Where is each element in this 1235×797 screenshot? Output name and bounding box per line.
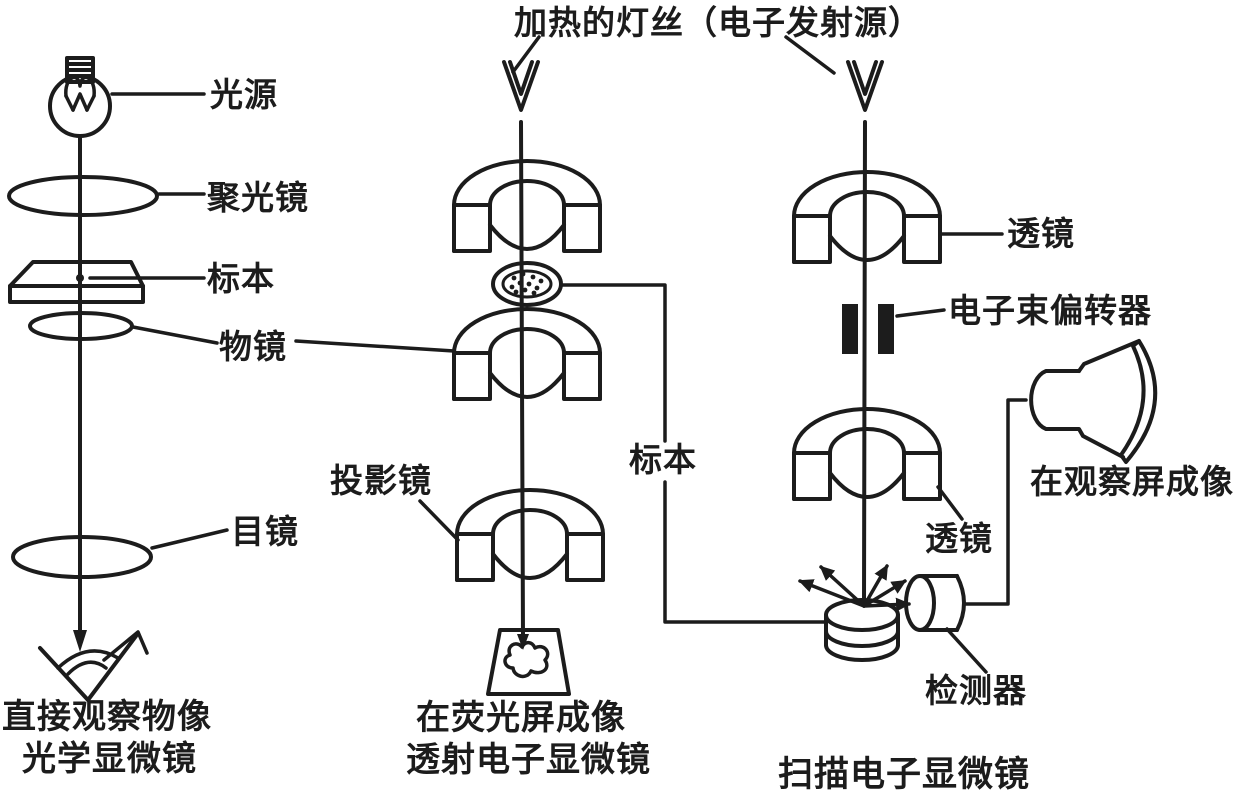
label-beam-deflector: 电子束偏转器 [948, 291, 1152, 330]
magnetic-lens-icon [792, 170, 942, 264]
caption-sem: 扫描电子显微镜 [778, 754, 1031, 795]
magnetic-lens-icon [792, 407, 942, 501]
caption-optical-2: 光学显微镜 [22, 739, 197, 779]
label-lens-lower: 透镜 [925, 519, 993, 558]
deflector-plates-icon [842, 304, 894, 354]
leader-line-lens-lower [936, 485, 964, 521]
caption-tem-1: 在荧光屏成像 [416, 698, 626, 738]
leader-line-eyepiece [150, 528, 229, 550]
magnetic-lens-icon [452, 159, 602, 253]
leader-line-filament-left [511, 35, 541, 74]
transmission-microscope-figure [418, 35, 826, 696]
label-specimen-left: 标本 [207, 259, 275, 298]
electron-source-label: 加热的灯丝（电子发射源） [514, 3, 922, 42]
leader-line-filament-right [784, 35, 836, 75]
leader-line-objective-left [131, 325, 219, 345]
light-bulb-icon [48, 56, 112, 138]
caption-optical-1: 直接观察物像 [2, 697, 212, 737]
label-eyepiece: 目镜 [231, 512, 299, 551]
label-condenser-lens: 聚光镜 [207, 178, 309, 217]
label-lens-upper: 透镜 [1007, 214, 1075, 253]
eye-icon [38, 630, 149, 702]
light-beam-arrow [73, 134, 87, 652]
leader-line-objective-right [294, 339, 456, 353]
signal-wire-line [962, 398, 1028, 606]
fluorescent-screen-icon [486, 628, 571, 696]
electron-beam-line [519, 120, 525, 642]
detector-icon [904, 574, 966, 632]
label-objective-lens: 物镜 [219, 327, 287, 366]
label-view-screen: 在观察屏成像 [1030, 462, 1234, 501]
electron-beam-line [862, 120, 867, 607]
crt-screen-icon [1029, 339, 1158, 464]
eyepiece-lens-ellipse [11, 535, 153, 579]
label-projection-lens: 投影镜 [330, 461, 432, 500]
leader-line-specimen-mid [559, 283, 826, 624]
beam-arrowhead [517, 634, 529, 650]
optical-microscope-figure [7, 56, 456, 702]
label-light-source: 光源 [210, 75, 278, 114]
leader-line-detector [945, 627, 988, 674]
sem-specimen-stub-icon [824, 598, 900, 662]
magnetic-lens-icon [452, 307, 602, 401]
caption-tem-2: 透射电子显微镜 [406, 740, 651, 780]
leader-line-projector [418, 499, 460, 542]
specimen-slide [8, 260, 145, 304]
magnetic-lens-icon [455, 488, 605, 582]
scanning-microscope-figure [784, 35, 1158, 674]
electron-gun-filament-icon [502, 60, 540, 112]
tem-specimen-icon [491, 261, 563, 307]
electron-gun-filament-icon [846, 60, 884, 112]
scattered-electron-arrows [798, 564, 911, 612]
leader-line-deflector [895, 308, 946, 318]
label-specimen-mid: 标本 [629, 440, 697, 479]
condenser-lens-ellipse [7, 175, 159, 217]
label-detector: 检测器 [925, 671, 1027, 710]
